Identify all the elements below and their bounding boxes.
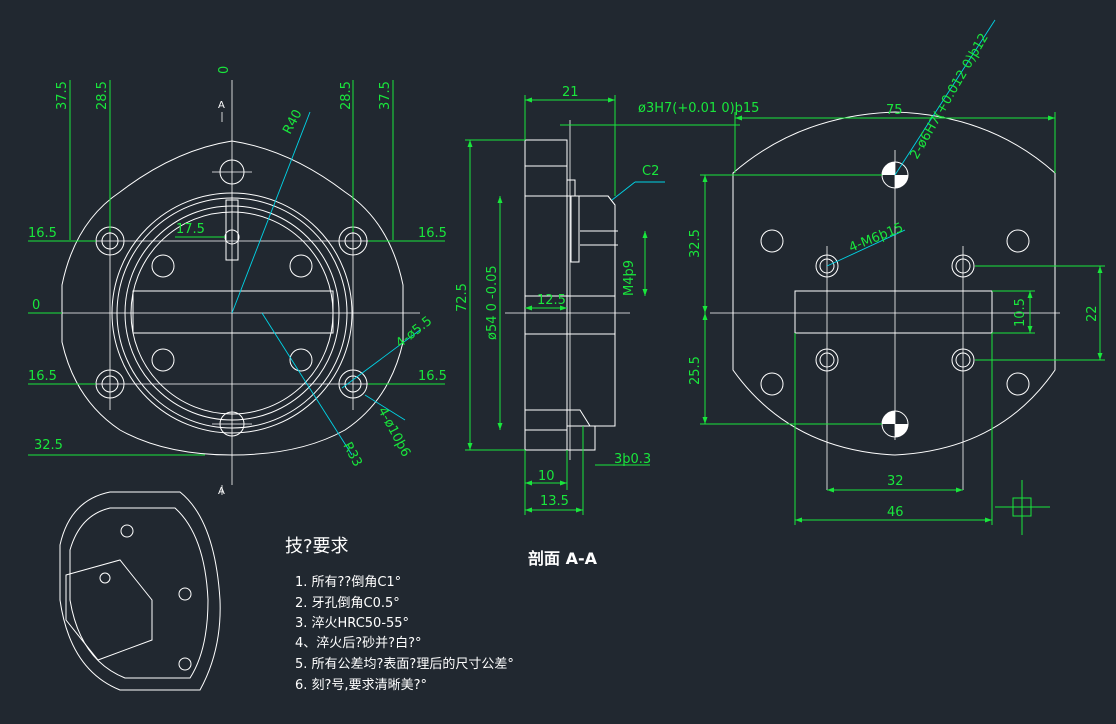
dim-sec-step10: 10 [538, 469, 555, 484]
tech-req-item-5: 5. 所有公差均?表面?理后的尺寸公差° [295, 656, 514, 672]
dim-right-slot: 10.5 [1013, 298, 1028, 327]
section-view [465, 95, 740, 515]
dim-front-top-4: 28.5 [339, 81, 354, 110]
section-mark-bottom: A [218, 486, 225, 497]
dim-sec-dia: ø54 0 -0.05 [485, 265, 500, 340]
dim-right-width: 75 [886, 103, 903, 118]
dim-sec-groove: 3þ0.3 [614, 452, 651, 467]
dim-front-hole-1: 4-ø5.5 [393, 314, 435, 351]
front-view [28, 80, 445, 495]
waveguide-slot [132, 290, 334, 334]
dim-front-top-3: 0 [217, 66, 232, 74]
tech-req-title: 技?要求 [285, 536, 349, 557]
dim-right-thread: 4-M6þ15 [847, 220, 906, 255]
tech-req-item-3: 3. 淬火HRC50-55° [295, 616, 409, 631]
section-mark-top: A [218, 100, 225, 111]
iso-view [59, 491, 221, 691]
dim-sec-height: 72.5 [455, 283, 470, 312]
datum-symbol [995, 480, 1050, 535]
dim-front-r33: R33 [339, 440, 364, 470]
dim-sec-step13: 13.5 [540, 494, 569, 509]
tech-req-item-2: 2. 牙孔倒角C0.5° [295, 596, 400, 611]
dim-right-32: 32 [887, 474, 904, 489]
dim-sec-chamfer: C2 [642, 164, 659, 179]
dim-right-slot-total: 22 [1085, 305, 1100, 322]
tech-req-item-1: 1. 所有??倒角C1° [295, 575, 401, 590]
dim-front-left-4: 32.5 [34, 438, 63, 453]
tech-req-item-6: 6. 刻?号,要求清晰美?° [295, 678, 427, 693]
dim-right-v1: 32.5 [688, 229, 703, 258]
dim-front-left-1: 16.5 [28, 226, 57, 241]
dim-sec-thread: M4þ9 [622, 260, 637, 296]
dim-front-left-3: 16.5 [28, 369, 57, 384]
dim-front-top-2: 28.5 [95, 81, 110, 110]
right-view [700, 19, 1105, 535]
inner-hole [289, 348, 313, 372]
dim-right-v2: 25.5 [688, 356, 703, 385]
dim-sec-depth: 12.5 [537, 293, 566, 308]
inner-hole [151, 254, 175, 278]
dim-right-46: 46 [887, 505, 904, 520]
tech-req-item-4: 4、淬火后?砂并?白?° [295, 635, 421, 651]
dim-sec-width: 21 [562, 85, 579, 100]
dim-front-right-2: 16.5 [418, 369, 447, 384]
dim-sec-bore: ø3H7(+0.01 0)þ15 [638, 101, 759, 116]
dim-right-pin: 2-ø6H7(+0.012 0)þ12 [907, 31, 991, 162]
dim-front-top-5: 37.5 [378, 81, 393, 110]
inner-hole [289, 254, 313, 278]
flange-outline [61, 140, 404, 456]
dim-front-left-2: 0 [32, 298, 40, 313]
section-label: 剖面 A-A [528, 549, 598, 568]
dim-front-inner: 17.5 [176, 222, 205, 237]
dim-front-top-1: 37.5 [55, 81, 70, 110]
inner-hole [151, 348, 175, 372]
dim-front-right-1: 16.5 [418, 226, 447, 241]
